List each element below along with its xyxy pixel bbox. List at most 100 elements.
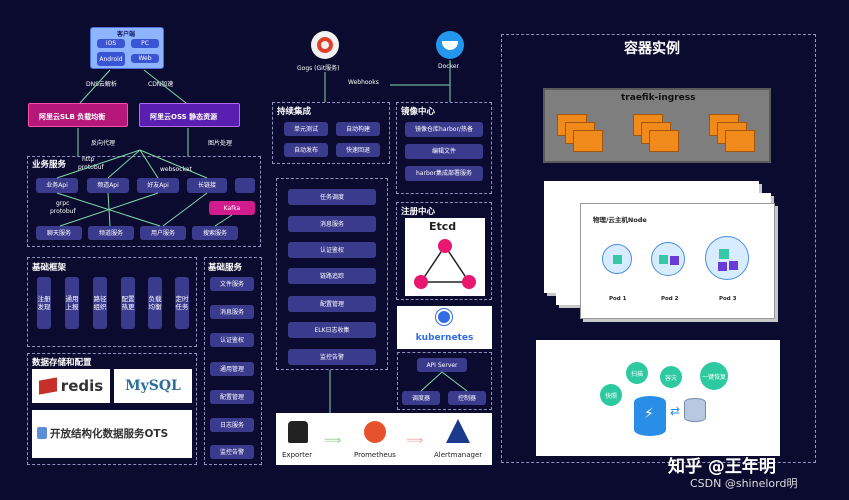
api-channel: 频道Api	[87, 178, 129, 193]
websocket-label: websocket	[160, 166, 192, 173]
slb-label: 阿里云SLB 负载均衡	[39, 113, 106, 121]
alertmanager-icon	[446, 419, 470, 443]
slb-box: 阿里云SLB 负载均衡	[28, 103, 128, 127]
api-biz: 业务Api	[36, 178, 78, 193]
db-restore-label: 一键恢复	[701, 373, 726, 381]
container-region	[501, 34, 816, 463]
fw-item-5: 定时任务	[175, 277, 189, 329]
reverse-proxy-label: 反向代理	[91, 140, 116, 147]
docker-label: Docker	[438, 63, 460, 70]
mirror-title: 镜像中心	[401, 107, 436, 117]
db-card: 扫描 容灾 快照 一键恢复 ⚡ ⇄	[536, 340, 780, 456]
fw-item-4: 负载均衡	[148, 277, 162, 329]
ingress-stack-1	[557, 114, 603, 154]
pod3-circle	[705, 236, 749, 280]
ingress-box: traefik-ingress	[543, 88, 771, 163]
db-dr-label: 容灾	[664, 374, 677, 382]
etcd-node-top	[438, 239, 452, 253]
basic-item-6: 监控告警	[210, 445, 254, 459]
mirror-item-0: 镜像仓库harbor/热备	[405, 122, 483, 137]
basic-item-0: 文件服务	[210, 277, 254, 291]
etcd-label: Etcd	[429, 220, 457, 233]
ci-item-1: 自动构建	[336, 122, 380, 136]
svc-user: 用户服务	[140, 226, 186, 240]
api-extra	[235, 178, 255, 193]
k8s-label: kubernetes	[415, 333, 474, 343]
db-arrow-icon: ⇄	[670, 404, 681, 418]
mirror-item-1: 编辑文件	[405, 144, 483, 159]
redis-cube-icon	[38, 377, 57, 395]
k8s-controller: 控制器	[448, 391, 486, 405]
prometheus-icon	[364, 421, 386, 443]
center-item-4: 配置管理	[288, 296, 376, 312]
pod2-circle	[651, 242, 685, 276]
fw-item-0: 注册发现	[37, 277, 51, 329]
node-card: 物理/云主机Node Pod 1 Pod 2 Pod 3	[580, 203, 775, 319]
svc-channel: 频道服务	[88, 226, 134, 240]
center-item-0: 任务调度	[288, 189, 376, 205]
svc-chat: 聊天服务	[36, 226, 82, 240]
oss-box: 阿里云OSS 静态资源	[139, 103, 240, 127]
exporter-label: Exporter	[282, 451, 313, 459]
client-web: Web	[131, 54, 159, 63]
db-snapshot-badge: 快照	[600, 384, 622, 406]
ots-logo: 开放结构化数据服务OTS	[32, 410, 192, 458]
basic-item-2: 认证鉴权	[210, 333, 254, 347]
docker-icon	[436, 31, 464, 59]
prometheus-label: Prometheus	[354, 451, 396, 459]
ingress-stack-3	[709, 114, 755, 154]
gogs-icon	[311, 31, 339, 59]
gogs-label: Gogs (Git服务)	[297, 65, 340, 72]
ci-item-3: 快速回退	[336, 143, 380, 157]
storage-region	[27, 353, 197, 465]
client-box: 客户端 iOS PC Android Web	[90, 27, 164, 69]
ingress-label: traefik-ingress	[621, 93, 696, 103]
registry-region	[396, 202, 492, 300]
db-scan-badge: 扫描	[626, 362, 648, 384]
db-dr-badge: 容灾	[660, 366, 682, 388]
mirror-item-2: harbor集成部署服务	[405, 166, 483, 181]
redis-text: redis	[60, 377, 104, 395]
mysql-text: MySQL	[125, 378, 181, 394]
center-item-3: 链路追踪	[288, 268, 376, 284]
k8s-api: API Server	[417, 358, 467, 372]
db-scan-label: 扫描	[630, 370, 643, 378]
mirror-region	[396, 102, 492, 194]
dns-label: DNS云解析	[86, 81, 117, 88]
protobuf2-label: protobuf	[50, 208, 76, 215]
pod3-cube-a-icon	[719, 249, 729, 259]
image-proc-label: 图片处理	[208, 140, 233, 147]
biz-title: 业务服务	[32, 160, 67, 170]
etcd-box: Etcd	[405, 218, 485, 296]
etcd-node-right	[462, 275, 476, 289]
k8s-wheel-icon	[436, 309, 452, 325]
docker-whale-icon	[442, 40, 458, 50]
ci-item-0: 单元测试	[284, 122, 328, 136]
pod3-cube-c-icon	[729, 261, 738, 270]
protobuf1-label: protobuf	[78, 164, 104, 171]
fw-item-2: 路径组织	[93, 277, 107, 329]
center-region	[276, 178, 388, 370]
svc-search: 搜索服务	[192, 226, 238, 240]
arrow-1-icon: ⟹	[324, 433, 342, 447]
basic-region	[204, 257, 262, 465]
ci-title: 持续集成	[277, 107, 312, 117]
center-item-1: 消息服务	[288, 216, 376, 232]
framework-region	[27, 257, 197, 347]
basic-item-1: 消息服务	[210, 305, 254, 319]
http-label: http	[82, 156, 95, 163]
arrow-2-icon: ⟹	[406, 433, 424, 447]
pod2-label: Pod 2	[661, 296, 679, 302]
etcd-node-left	[414, 275, 428, 289]
registry-title: 注册中心	[401, 207, 436, 217]
grpc-label: grpc	[56, 200, 70, 207]
ci-item-2: 自动发布	[284, 143, 328, 157]
db-bolt-icon: ⚡	[644, 406, 654, 422]
db-cylinder-icon: ⚡	[634, 396, 666, 436]
client-pc: PC	[131, 39, 159, 48]
api-longconn: 长链接	[187, 178, 227, 193]
basic-title: 基础服务	[208, 263, 243, 273]
cdn-label: CDN加速	[148, 81, 174, 88]
watermark-csdn: CSDN @shinelord明	[690, 477, 798, 490]
exporter-icon	[288, 421, 308, 443]
